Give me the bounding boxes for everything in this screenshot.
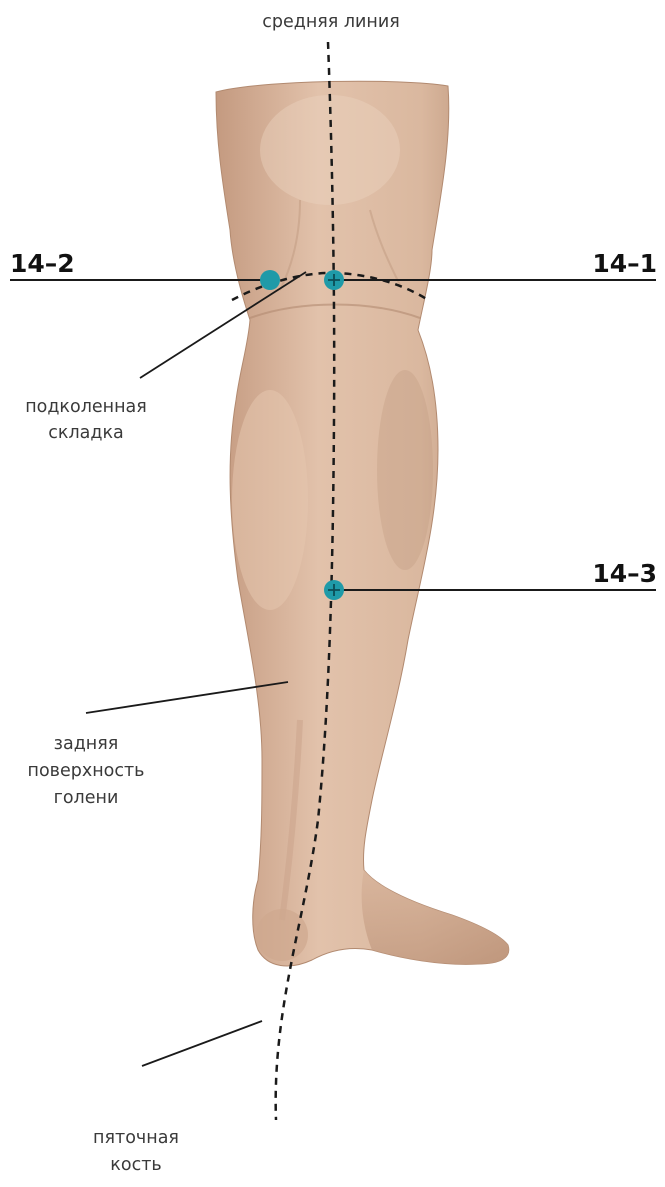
calcaneus-label-line2: кость <box>110 1155 161 1175</box>
point-label-14-2: 14–2 <box>10 249 75 278</box>
posterior-label-line3: голени <box>54 788 119 808</box>
acupoint-14-3 <box>324 580 344 600</box>
posterior-label-line1: задняя <box>54 734 119 754</box>
midline-label: средняя линия <box>262 12 400 32</box>
posterior-label-line2: поверхность <box>28 761 145 781</box>
foot-shade <box>362 870 509 964</box>
point-label-14-1: 14–1 <box>592 249 657 278</box>
acupoint-14-2 <box>260 270 280 290</box>
acupoint-14-1 <box>324 270 344 290</box>
popliteal-label-line2: складка <box>48 423 124 443</box>
point-label-14-3: 14–3 <box>592 559 657 588</box>
leg-illustration <box>216 81 509 966</box>
pointer-calcaneus <box>142 1021 262 1066</box>
calcaneus-label-line1: пяточная <box>93 1128 179 1148</box>
popliteal-label-line1: подколенная <box>25 397 147 417</box>
calf-shade-right <box>377 370 433 570</box>
calf-shade-left <box>232 390 308 610</box>
